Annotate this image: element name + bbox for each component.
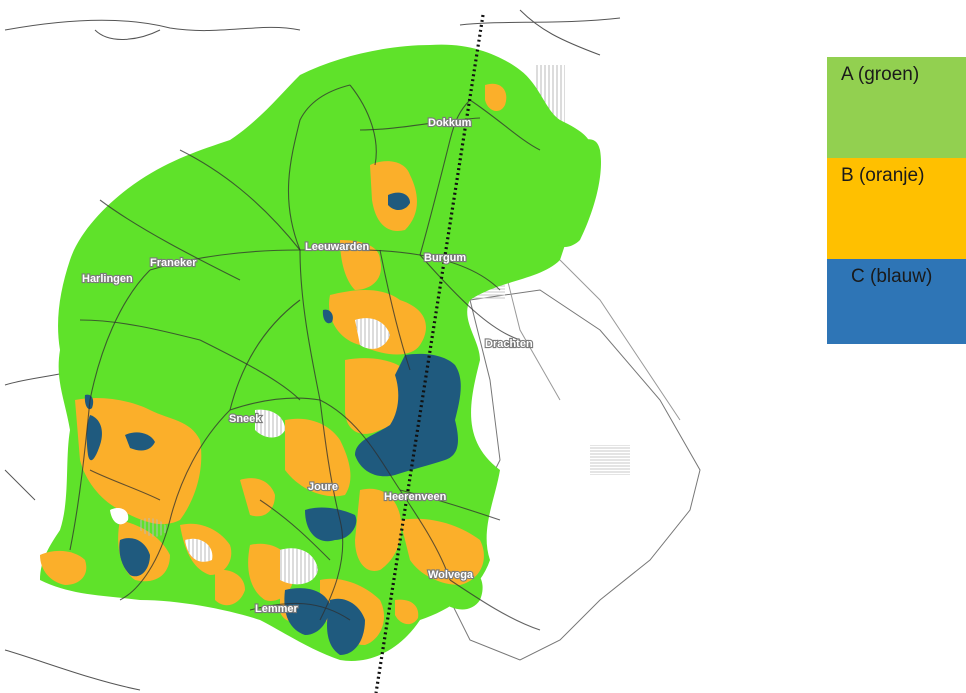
legend-label-c: C (blauw): [851, 266, 933, 287]
legend-item-b: B (oranje): [827, 158, 966, 259]
legend-item-c: C (blauw): [827, 259, 966, 344]
coastline: [4, 9, 621, 691]
town-label-drachten: Drachten: [485, 338, 533, 350]
legend-label-b: B (oranje): [841, 165, 925, 186]
town-label-harlingen: Harlingen: [82, 273, 133, 285]
town-label-heerenveen: Heerenveen: [384, 491, 447, 503]
town-label-leeuwarden: Leeuwarden: [305, 241, 369, 253]
legend-label-a: A (groen): [841, 64, 920, 85]
province-map: Dokkum Leeuwarden Franeker Harlingen Bur…: [4, 9, 701, 693]
town-label-franeker: Franeker: [150, 257, 197, 269]
town-label-sneek: Sneek: [229, 413, 262, 425]
town-label-wolvega: Wolvega: [428, 569, 474, 581]
hatched-areas: [110, 318, 390, 585]
town-label-joure: Joure: [308, 481, 338, 493]
town-label-lemmer: Lemmer: [255, 603, 299, 615]
town-label-burgum: Burgum: [424, 252, 466, 264]
road-network: [69, 84, 541, 631]
map-legend: A (groen) B (oranje) C (blauw): [827, 57, 966, 344]
town-label-dokkum: Dokkum: [428, 117, 472, 129]
legend-item-a: A (groen): [827, 57, 966, 158]
town-labels: Dokkum Leeuwarden Franeker Harlingen Bur…: [81, 116, 534, 616]
east-region: [449, 65, 701, 661]
dotted-divider-line: [374, 14, 485, 693]
